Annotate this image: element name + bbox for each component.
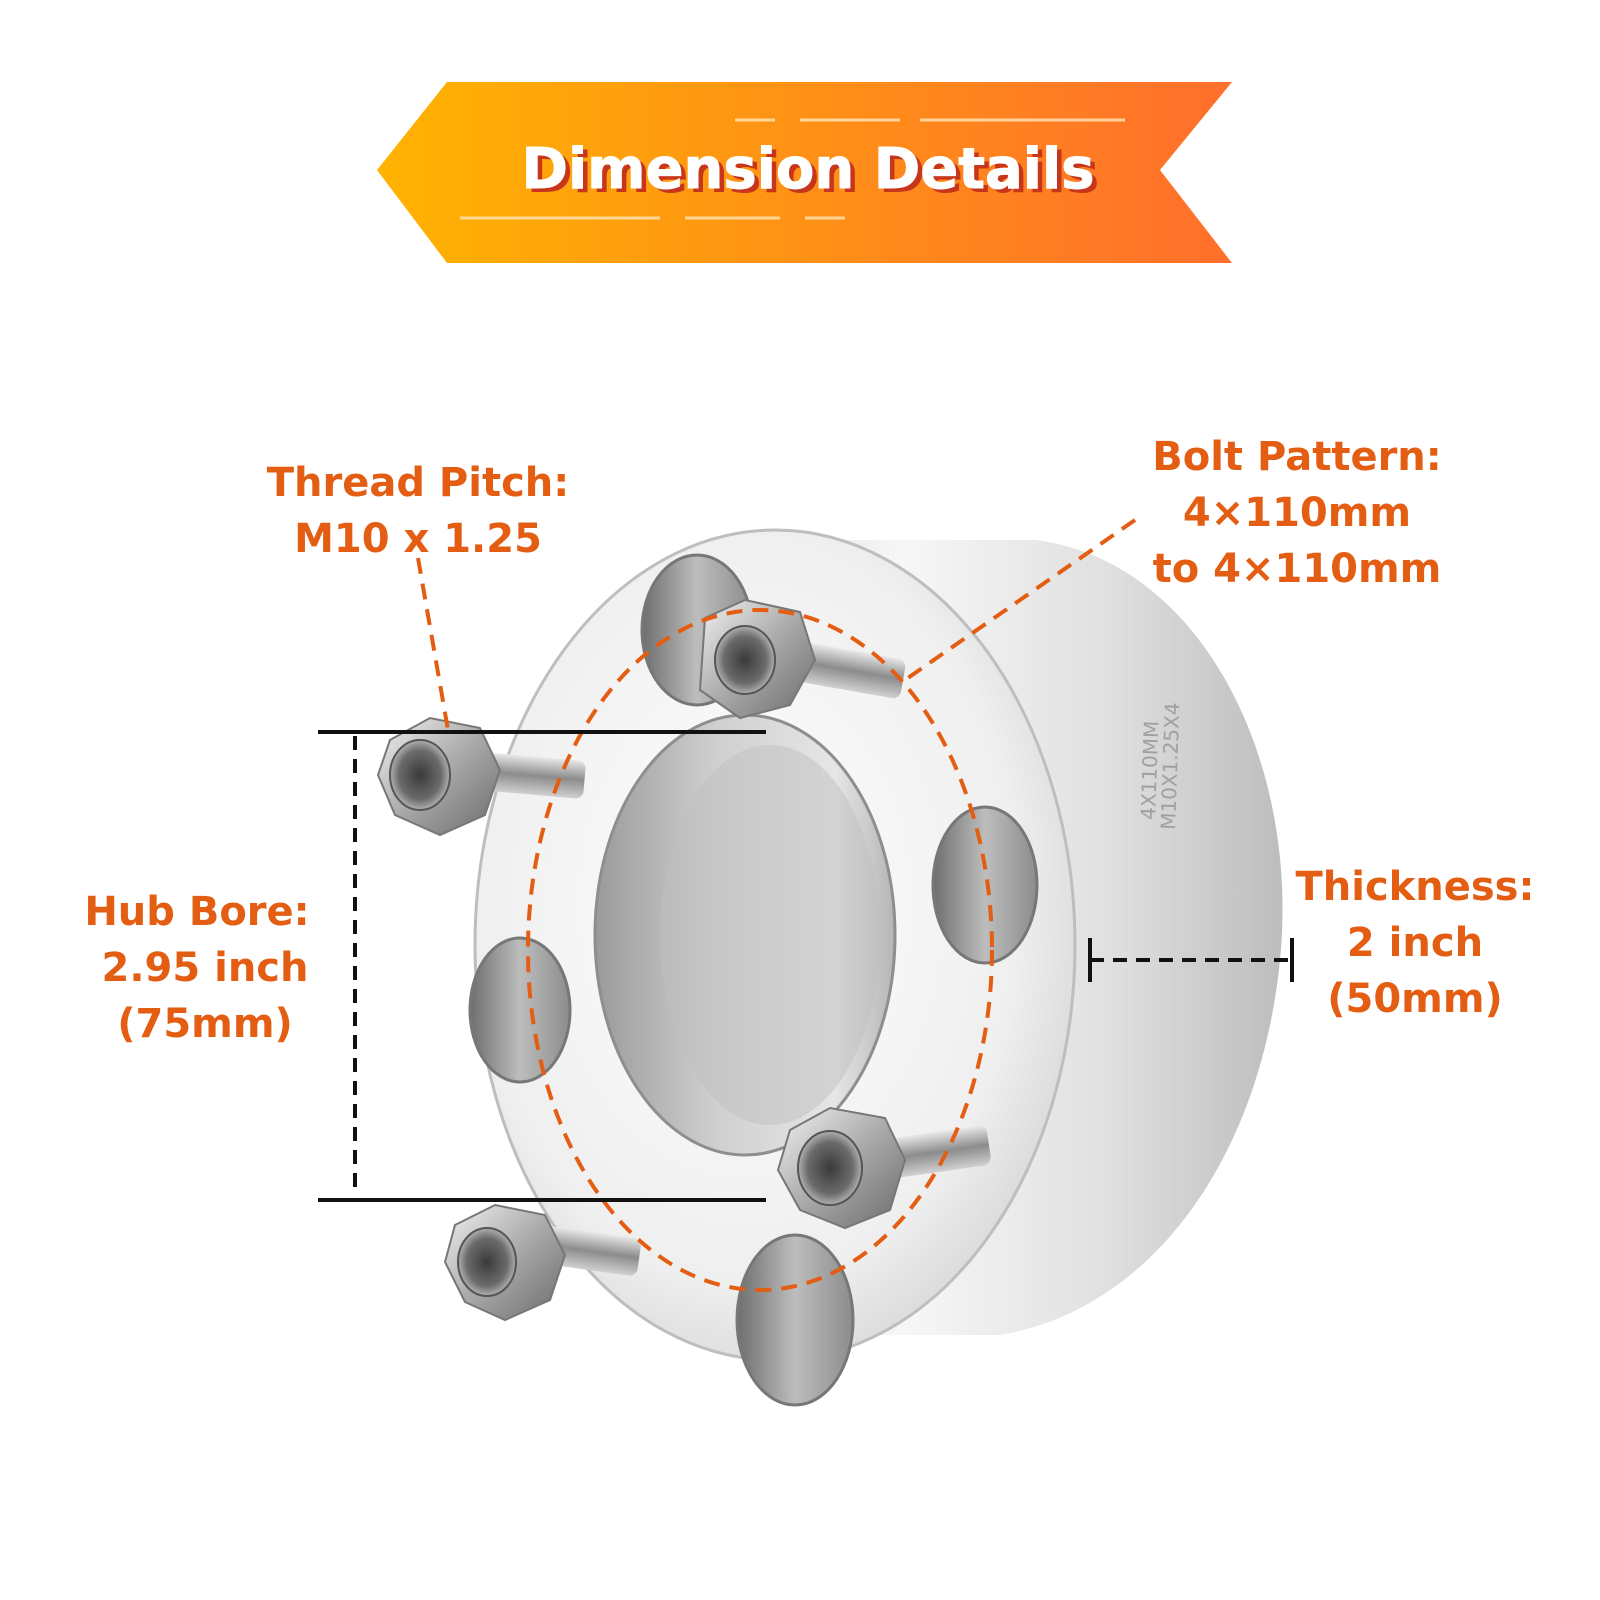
stud-nut-top: [698, 598, 906, 720]
thread-pitch-pointer: [416, 557, 450, 731]
bolt-pattern-pointer: [903, 518, 1137, 682]
bolt-pattern-value-2: to 4×110mm: [1153, 546, 1442, 592]
thickness-label: Thickness:: [1295, 864, 1534, 910]
hub-bore-value-1: 2.95 inch: [102, 945, 309, 991]
hub-bore-value-2: (75mm): [117, 1001, 293, 1047]
hub-bore-inner-shadow: [660, 745, 880, 1125]
bolt-hole-right: [931, 805, 1039, 965]
stud-nut-lower-left: [443, 1203, 641, 1322]
annotation-lines: [318, 518, 1294, 1292]
banner-title: Dimension Details: [522, 137, 1095, 202]
title-banner: Dimension Details Dimension Details: [377, 82, 1232, 263]
thread-pitch-value: M10 x 1.25: [294, 516, 542, 562]
wheel-spacer: 4X110MM M10X1.25X4: [376, 528, 1283, 1407]
thickness-value-1: 2 inch: [1347, 920, 1483, 966]
engraving-line-2: M10X1.25X4: [1156, 702, 1184, 830]
hub-bore-label: Hub Bore:: [84, 889, 309, 935]
banner-title-shadow: Dimension Details: [527, 141, 1100, 206]
callout-thread-pitch: Thread Pitch: M10 x 1.25: [267, 460, 570, 562]
callout-thickness: Thickness: 2 inch (50mm): [1295, 864, 1534, 1022]
bolt-hole-left: [468, 936, 572, 1084]
bolt-pattern-value-1: 4×110mm: [1183, 490, 1411, 536]
stud-nut-upper-left: [376, 716, 586, 837]
callout-hub-bore: Hub Bore: 2.95 inch (75mm): [84, 889, 309, 1047]
bolt-pattern-label: Bolt Pattern:: [1152, 434, 1442, 480]
thread-pitch-label: Thread Pitch:: [267, 460, 570, 506]
bolt-circle-dashed: [526, 608, 994, 1292]
engraving-line-1: 4X110MM: [1136, 720, 1163, 820]
thickness-value-2: (50mm): [1327, 976, 1503, 1022]
callout-bolt-pattern: Bolt Pattern: 4×110mm to 4×110mm: [1152, 434, 1442, 592]
bolt-hole-bottom: [735, 1233, 855, 1407]
stud-nut-lower-right: [776, 1106, 991, 1230]
banner-decor-lines: [460, 118, 1125, 220]
